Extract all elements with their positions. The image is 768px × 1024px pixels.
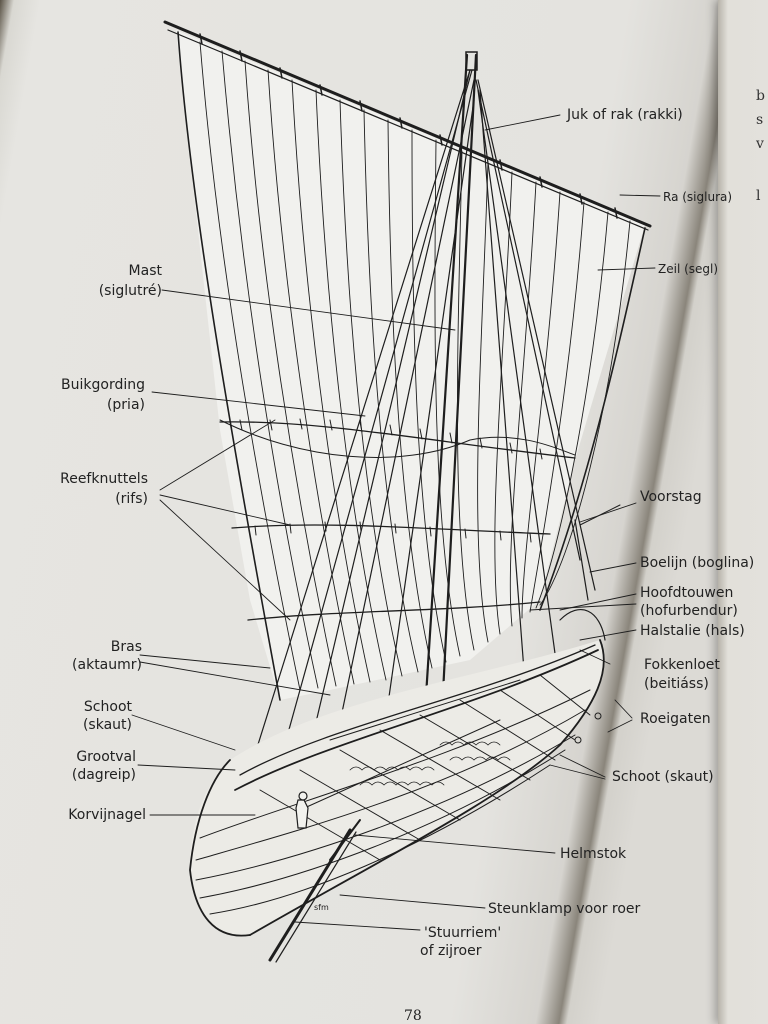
label-juk: Juk of rak (rakki) [567,107,683,123]
label-halstalie: Halstalie (hals) [640,623,745,639]
label-roeigaten: Roeigaten [640,711,711,727]
label-fokkenloet: Fokkenloet [644,657,720,673]
label-schoot-left-sub: (skaut) [82,717,132,733]
label-bras: Bras [110,639,142,655]
label-buikgording-sub: (pria) [106,397,145,413]
next-page-text: v [756,136,764,152]
next-page-text: b [756,88,765,104]
label-reefknuttels-sub: (rifs) [115,491,148,507]
next-page-edge [718,0,768,1024]
label-ra: Ra (siglura) [663,190,733,204]
label-hoofdtouwen: Hoofdtouwen [640,585,734,601]
label-bras-sub: (aktaumr) [72,657,142,673]
label-stuurriem-sub: of zijroer [420,943,482,959]
label-zeil: Zeil (segl) [658,262,719,276]
label-mast: Mast [128,263,162,279]
label-voorstag: Voorstag [640,489,702,505]
label-hoofdtouwen-sub: (hofurbendur) [640,603,738,619]
label-korvijnagel: Korvijnagel [68,807,146,823]
label-boelijn: Boelijn (boglina) [640,555,755,571]
signature-text: sfm [314,903,329,912]
label-mast-sub: (siglutré) [98,283,162,299]
label-helmstok: Helmstok [560,846,627,862]
label-fokkenloet-sub: (beitiáss) [644,676,709,692]
label-schoot-left: Schoot [83,699,132,715]
label-buikgording: Buikgording [61,377,145,393]
page-number: 78 [404,1008,422,1024]
label-schoot-right: Schoot (skaut) [612,769,714,785]
label-reefknuttels: Reefknuttels [60,471,148,487]
label-grootval: Grootval [76,749,136,765]
label-stuurriem: 'Stuurriem' [424,925,502,941]
label-steunklamp: Steunklamp voor roer [488,901,641,917]
next-page-text: l [756,188,761,204]
label-grootval-sub: (dagreip) [71,767,136,783]
next-page-text: s [756,112,764,128]
